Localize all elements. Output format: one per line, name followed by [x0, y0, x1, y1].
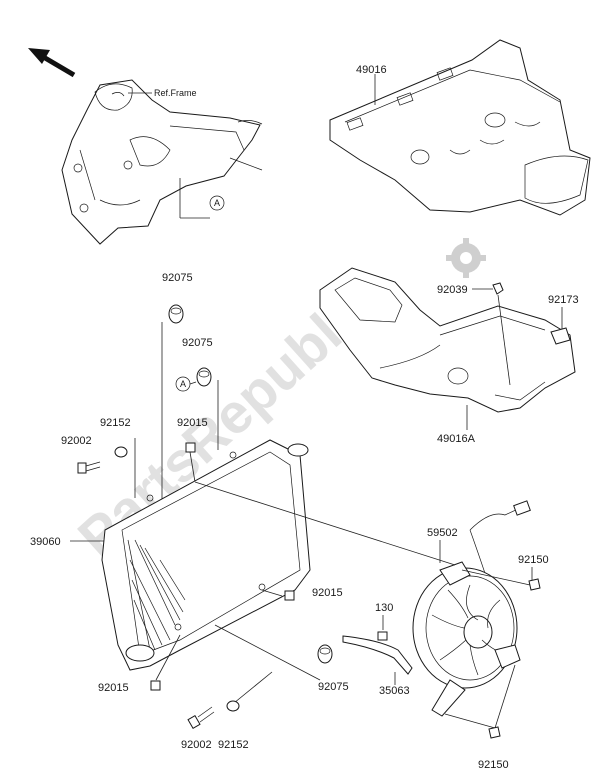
label-49016A: 49016A — [437, 433, 476, 445]
label-92039: 92039 — [437, 284, 468, 296]
grommet-92075-mid: 92075 A — [175, 337, 219, 450]
fan-59502: 59502 — [194, 481, 531, 717]
gear-logo-icon — [446, 238, 486, 278]
cover-49016: 49016 — [329, 39, 591, 216]
clip-92015-top: 92015 — [177, 417, 208, 483]
washer-92152-bot: 92152 — [218, 671, 273, 751]
bolt-92150-top: 92150 — [461, 554, 549, 591]
label-92002-top: 92002 — [61, 435, 92, 447]
bolt-92150-bot: 92150 — [444, 664, 516, 771]
label-92015-mid: 92015 — [312, 587, 343, 599]
clip-92015-mid: 92015 — [261, 587, 343, 601]
label-92075-bot: 92075 — [318, 681, 349, 693]
label-92150-bot: 92150 — [478, 759, 509, 771]
label-92002-bot: 92002 — [181, 739, 212, 751]
label-39060: 39060 — [30, 536, 61, 548]
ref-frame-label: Ref.Frame — [154, 88, 197, 98]
cover-49016A: 49016A — [319, 267, 576, 445]
frame-reference: Ref.Frame A — [61, 79, 263, 245]
label-92152-bot: 92152 — [218, 739, 249, 751]
radiator-39060: 39060 — [30, 439, 311, 671]
label-92075-top: 92075 — [162, 272, 193, 284]
bolt-92002-bot: 92002 — [181, 706, 215, 751]
clip-92039: 92039 — [437, 282, 511, 386]
grommet-92075-top: 92075 — [161, 272, 193, 500]
clip-92173: 92173 — [548, 294, 579, 345]
label-59502: 59502 — [427, 527, 458, 539]
bolt-92002-top: 92002 — [61, 435, 101, 474]
clip-92015-bot: 92015 — [98, 634, 181, 694]
grommet-92075-bot: 92075 — [214, 624, 349, 693]
hose-35063: 35063 — [342, 635, 413, 697]
washer-92152-top: 92152 — [100, 417, 136, 498]
label-92015-bot: 92015 — [98, 682, 129, 694]
direction-arrow-icon — [28, 48, 76, 78]
circle-a-mark: A — [214, 198, 220, 208]
label-92075-mid: 92075 — [182, 337, 213, 349]
label-35063: 35063 — [379, 685, 410, 697]
circle-a-mark-2: A — [180, 379, 186, 389]
label-49016: 49016 — [356, 64, 387, 76]
label-130: 130 — [375, 602, 393, 614]
clip-130: 130 — [375, 602, 393, 641]
label-92173: 92173 — [548, 294, 579, 306]
label-92150-top: 92150 — [518, 554, 549, 566]
label-92152-top: 92152 — [100, 417, 131, 429]
label-92015-top: 92015 — [177, 417, 208, 429]
